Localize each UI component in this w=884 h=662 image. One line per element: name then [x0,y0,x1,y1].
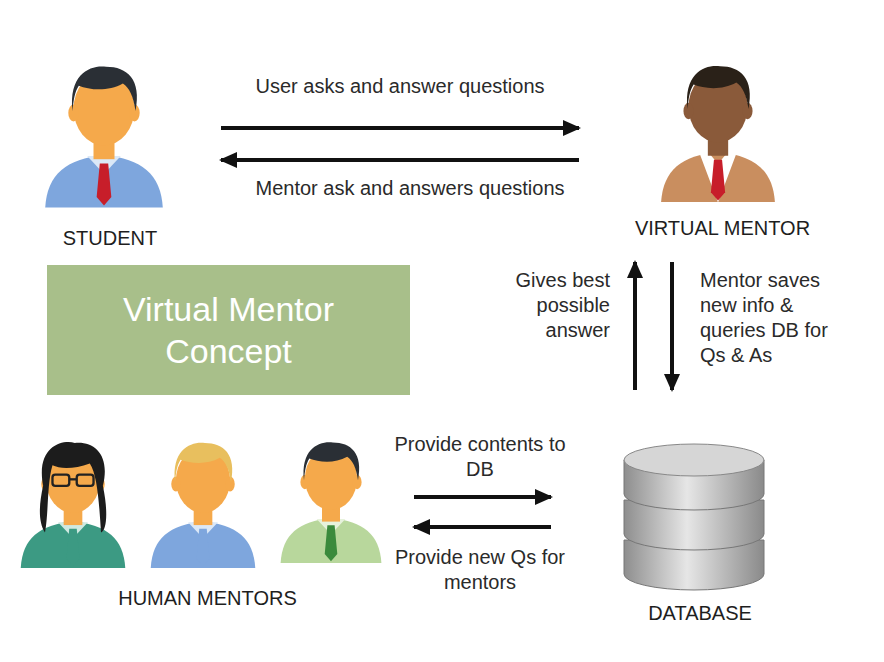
arrow-label: Provide contents to DB [380,432,580,482]
arrow-label: Provide new Qs for mentors [380,545,580,595]
actor-node: DATABASE [609,415,791,625]
actor-node: VIRTUAL MENTOR [609,50,836,240]
flow-arrow [414,495,551,499]
student-figure [19,50,189,208]
actor-label: VIRTUAL MENTOR [609,217,836,240]
arrow-label: User asks and answer questions [190,74,610,99]
actor-label: STUDENT [19,227,201,250]
flow-arrow [221,126,579,130]
flow-arrow [633,262,637,390]
concept-title: Virtual Mentor Concept [84,288,374,373]
arrow-label: Mentor ask and answers questions [190,176,630,201]
human-mentors-figure [9,428,394,570]
flow-arrow [670,262,674,390]
virtual-mentor-figure [609,50,824,202]
actor-node: HUMAN MENTORS [9,428,406,610]
flow-arrow [414,525,551,529]
arrow-label: Gives best possible answer [470,268,610,343]
arrow-label: Mentor saves new info & queries DB for Q… [700,268,840,368]
actor-label: DATABASE [609,602,791,625]
actor-label: HUMAN MENTORS [9,587,406,610]
database-cylinder [609,415,779,595]
concept-box: Virtual Mentor Concept [47,265,410,395]
actor-node: STUDENT [19,50,201,250]
flow-arrow [221,158,579,162]
